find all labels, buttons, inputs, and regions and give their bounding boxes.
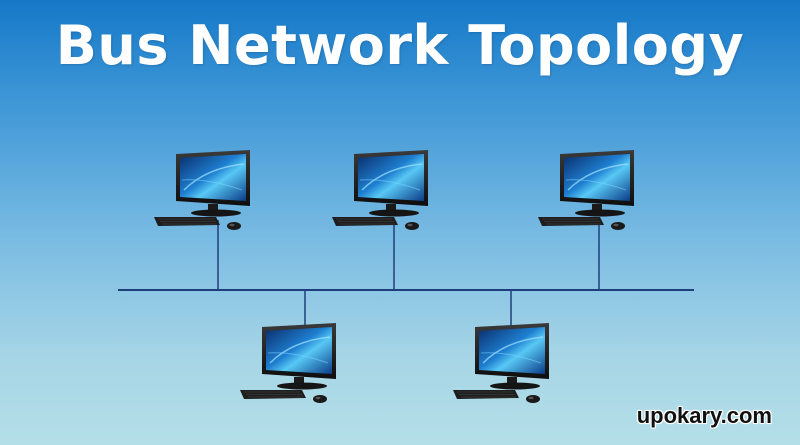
page-title: Bus Network Topology <box>55 14 745 77</box>
desktop-computer-icon <box>331 149 429 231</box>
desktop-computer-icon <box>153 149 251 231</box>
watermark: upokary.com <box>636 403 772 428</box>
desktop-computer-icon <box>452 322 550 404</box>
desktop-computer-icon <box>239 322 337 404</box>
desktop-computer-icon <box>537 149 635 231</box>
